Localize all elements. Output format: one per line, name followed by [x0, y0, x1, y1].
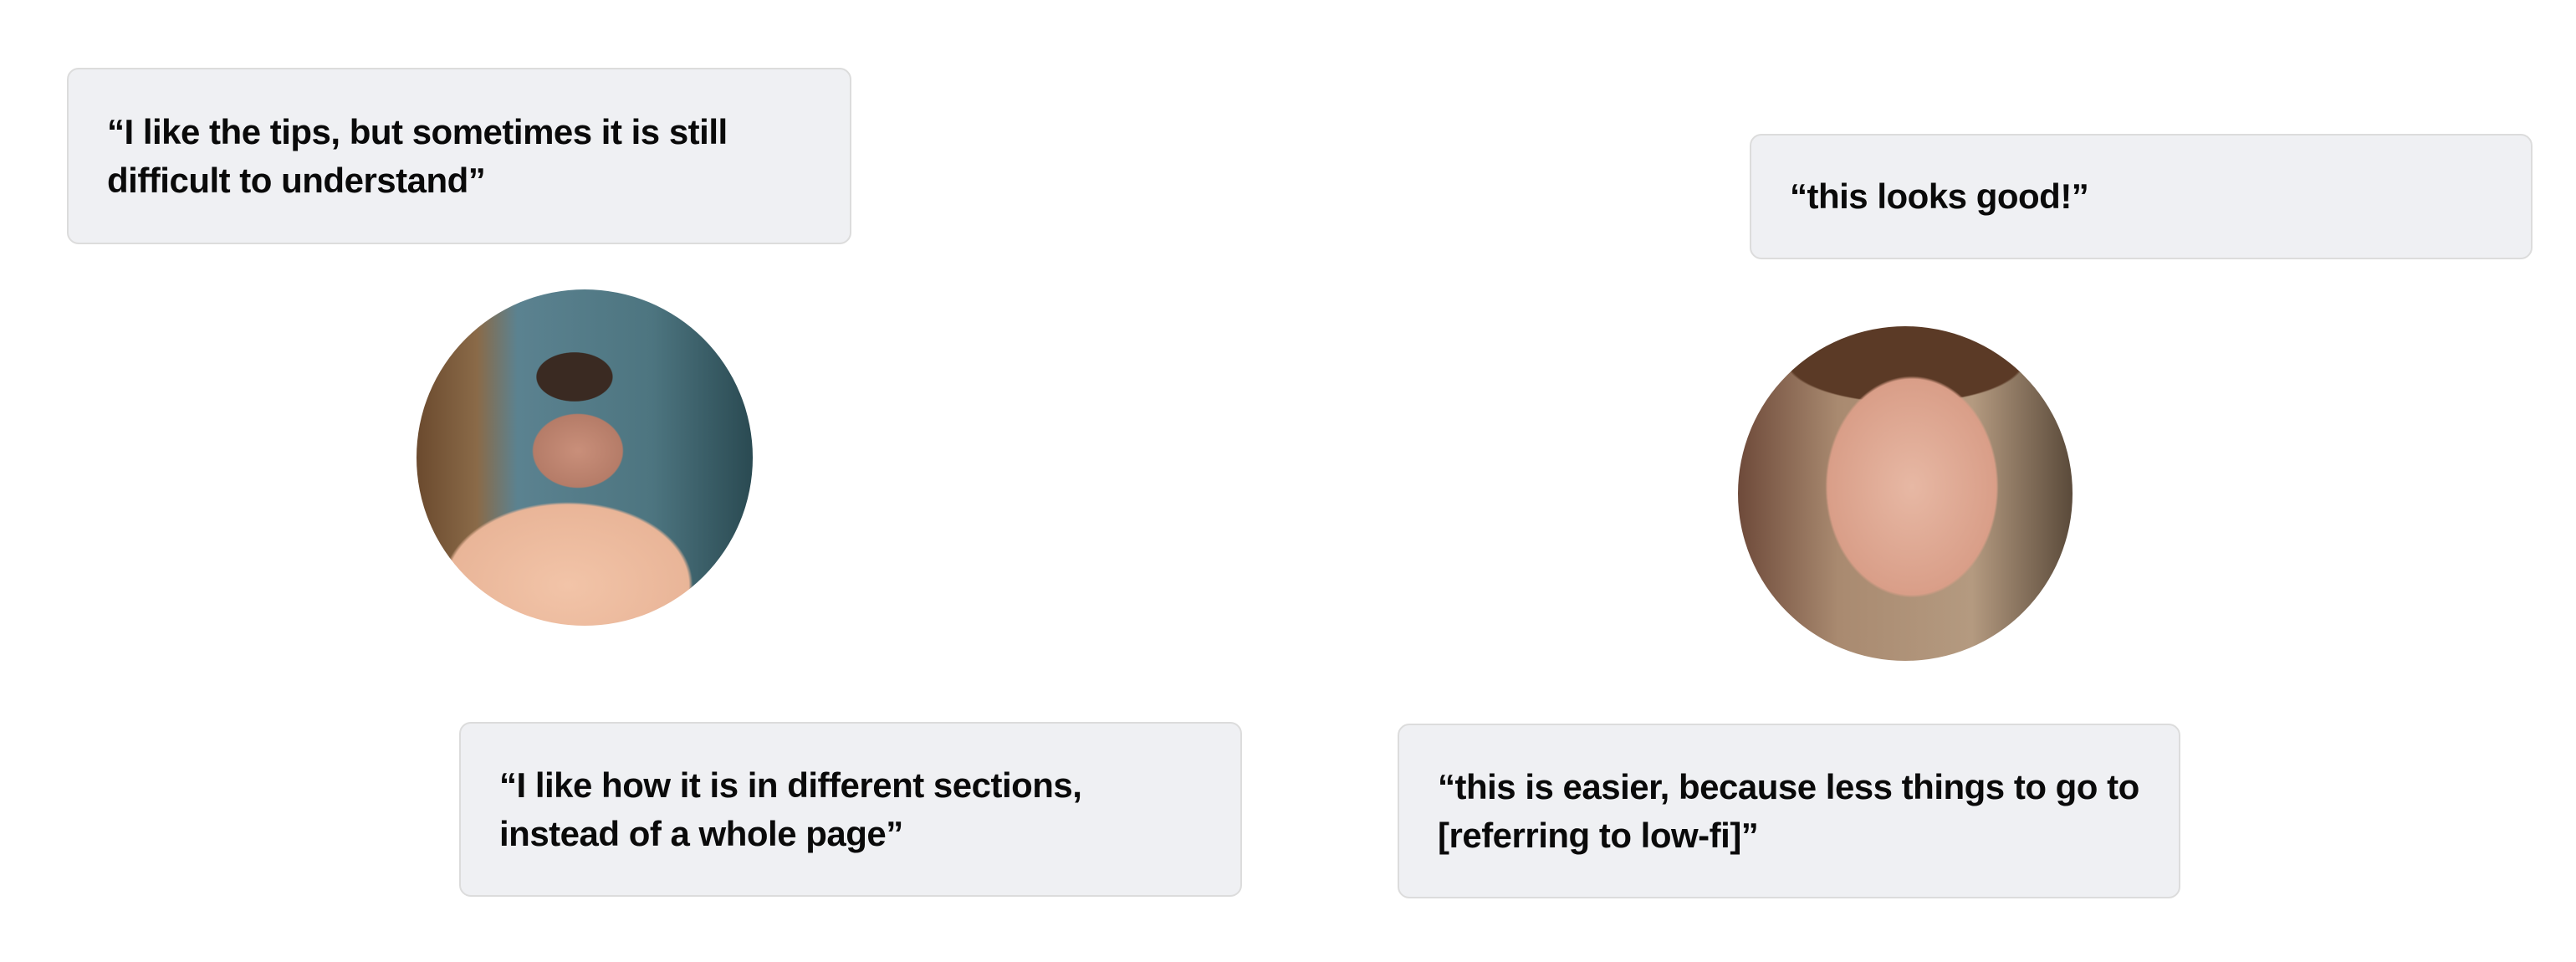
quote-card-tips: “I like the tips, but sometimes it is st… [67, 68, 851, 244]
quote-text: “this is easier, because less things to … [1438, 766, 2139, 855]
quote-text: “I like how it is in different sections,… [499, 765, 1082, 853]
quote-card-easier: “this is easier, because less things to … [1398, 724, 2180, 898]
quote-card-looks-good: “this looks good!” [1750, 134, 2533, 259]
quote-text: “I like the tips, but sometimes it is st… [107, 111, 728, 200]
quote-card-sections: “I like how it is in different sections,… [459, 722, 1242, 897]
user-avatar-girl [417, 289, 753, 626]
user-avatar-boy [1738, 326, 2073, 661]
quote-text: “this looks good!” [1790, 177, 2089, 216]
